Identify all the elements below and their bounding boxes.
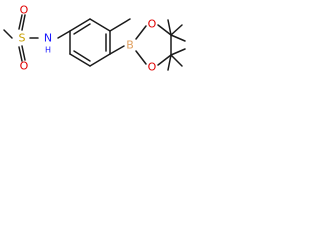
bond-o-bottom-c bbox=[157, 54, 172, 66]
bond-s-o-top bbox=[21, 14, 26, 31]
sulfur-label: S bbox=[19, 32, 26, 45]
molecule-structure: S O O N H B O O bbox=[3, 4, 186, 74]
bond-c2-me3 bbox=[167, 54, 172, 71]
bond-c2-me1 bbox=[170, 48, 186, 56]
bond-c2-me2 bbox=[170, 54, 183, 67]
oxygen-top-label: O bbox=[20, 4, 29, 17]
nitrogen-hydrogen-label: H bbox=[45, 46, 51, 55]
oxygen-bottom-label: O bbox=[20, 60, 29, 73]
bond-ch3-s bbox=[3, 29, 13, 39]
bond-o-top-c bbox=[157, 24, 172, 36]
bond-c1-me2 bbox=[170, 34, 186, 42]
bonds bbox=[3, 14, 186, 71]
bond-s-o-top-2 bbox=[18, 14, 23, 30]
bond-ring-methyl bbox=[109, 18, 131, 32]
ring-bond-1 bbox=[69, 18, 91, 32]
ring-bond-2 bbox=[89, 18, 111, 32]
bond-b-o-bottom bbox=[135, 50, 147, 65]
molecule-canvas: S O O N H B O O bbox=[0, 0, 192, 101]
bond-ring-boron bbox=[109, 45, 125, 55]
boron-oxygen-bottom-label: O bbox=[148, 61, 157, 74]
atom-labels: S O O N H B O O bbox=[19, 4, 157, 74]
boron-oxygen-top-label: O bbox=[148, 18, 157, 31]
nitrogen-label: N bbox=[44, 32, 52, 45]
ring-double-3 bbox=[73, 50, 91, 62]
ring-bond-5 bbox=[69, 53, 91, 67]
bond-b-o-top bbox=[135, 25, 147, 40]
bond-c1-me1 bbox=[170, 24, 183, 36]
boron-label: B bbox=[126, 39, 134, 52]
bond-s-o-bottom bbox=[21, 45, 26, 61]
bond-c1-me3 bbox=[167, 19, 172, 36]
bond-s-o-bottom-2 bbox=[18, 46, 23, 62]
bond-n-ring bbox=[57, 30, 71, 39]
ring-double-1 bbox=[73, 23, 91, 35]
ring-bond-4 bbox=[89, 53, 111, 67]
